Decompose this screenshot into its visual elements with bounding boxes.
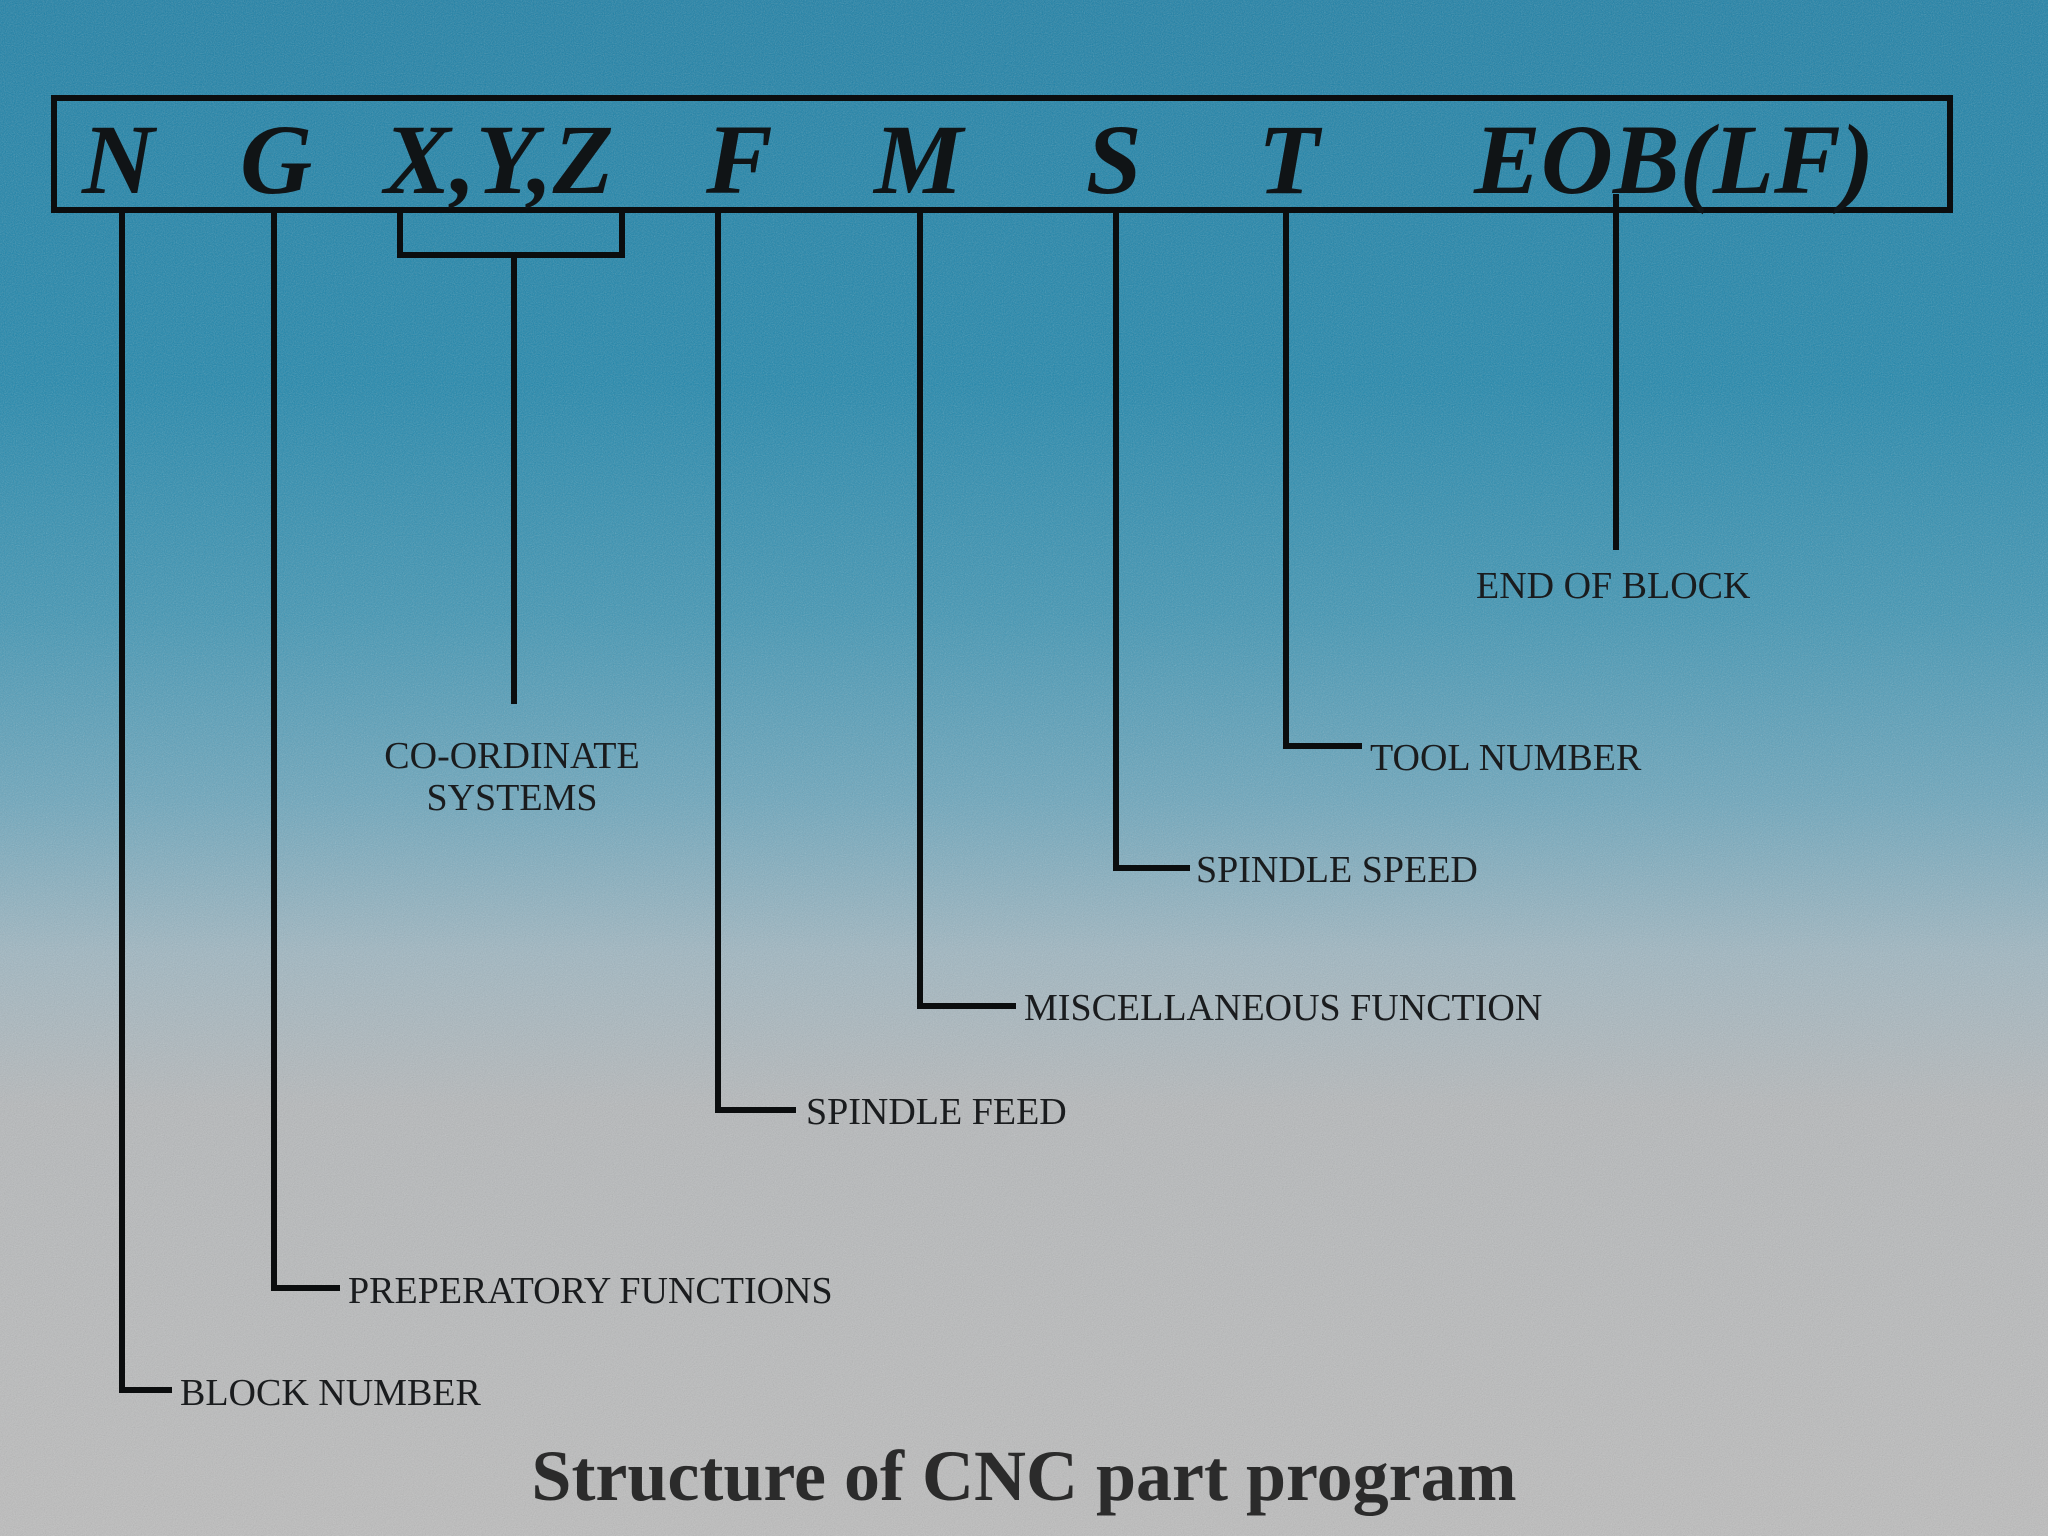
- connector-coordinate-bracket: [397, 210, 625, 258]
- connector-spindle-feed: [715, 210, 796, 1113]
- code-m: M: [872, 104, 966, 215]
- label-spindle-feed: SPINDLE FEED: [806, 1091, 1067, 1133]
- code-eob: EOB(LF): [1473, 104, 1874, 215]
- diagram-caption: Structure of CNC part program: [531, 1436, 1517, 1516]
- connector-tool-number: [1283, 210, 1362, 749]
- code-f: F: [705, 104, 773, 215]
- label-coordinate-line1: CO-ORDINATE: [384, 735, 639, 777]
- label-end-of-block: END OF BLOCK: [1476, 565, 1751, 607]
- connector-preparatory: [271, 210, 340, 1291]
- code-box: [51, 95, 1953, 213]
- code-t: T: [1258, 104, 1323, 215]
- connector-block-number: [119, 210, 172, 1393]
- label-preparatory: PREPERATORY FUNCTIONS: [348, 1270, 833, 1312]
- connector-spindle-speed: [1113, 210, 1190, 871]
- code-xyz: X,Y,Z: [381, 104, 614, 215]
- code-n: N: [81, 104, 158, 215]
- label-miscellaneous: MISCELLANEOUS FUNCTION: [1024, 987, 1542, 1029]
- label-coordinate-line2: SYSTEMS: [426, 777, 597, 819]
- label-block-number: BLOCK NUMBER: [180, 1372, 482, 1414]
- code-g: G: [240, 104, 312, 215]
- label-tool-number: TOOL NUMBER: [1370, 737, 1642, 779]
- connector-miscellaneous: [917, 210, 1016, 1009]
- code-s: S: [1086, 104, 1142, 215]
- label-spindle-speed: SPINDLE SPEED: [1196, 849, 1478, 891]
